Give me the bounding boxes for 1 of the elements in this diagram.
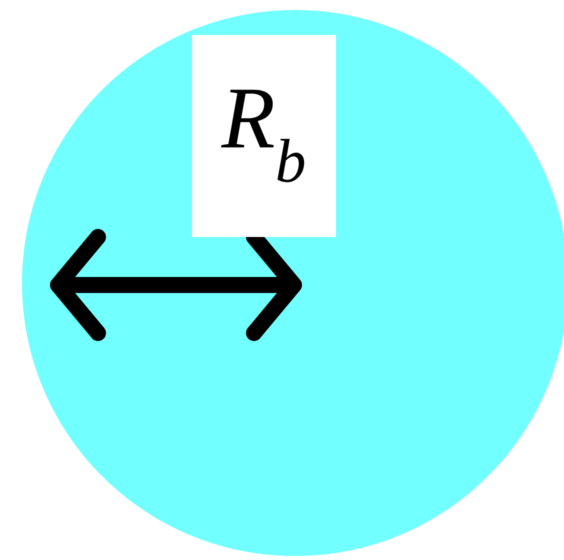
dimension-label: R$_{b}$ — [192, 35, 336, 237]
